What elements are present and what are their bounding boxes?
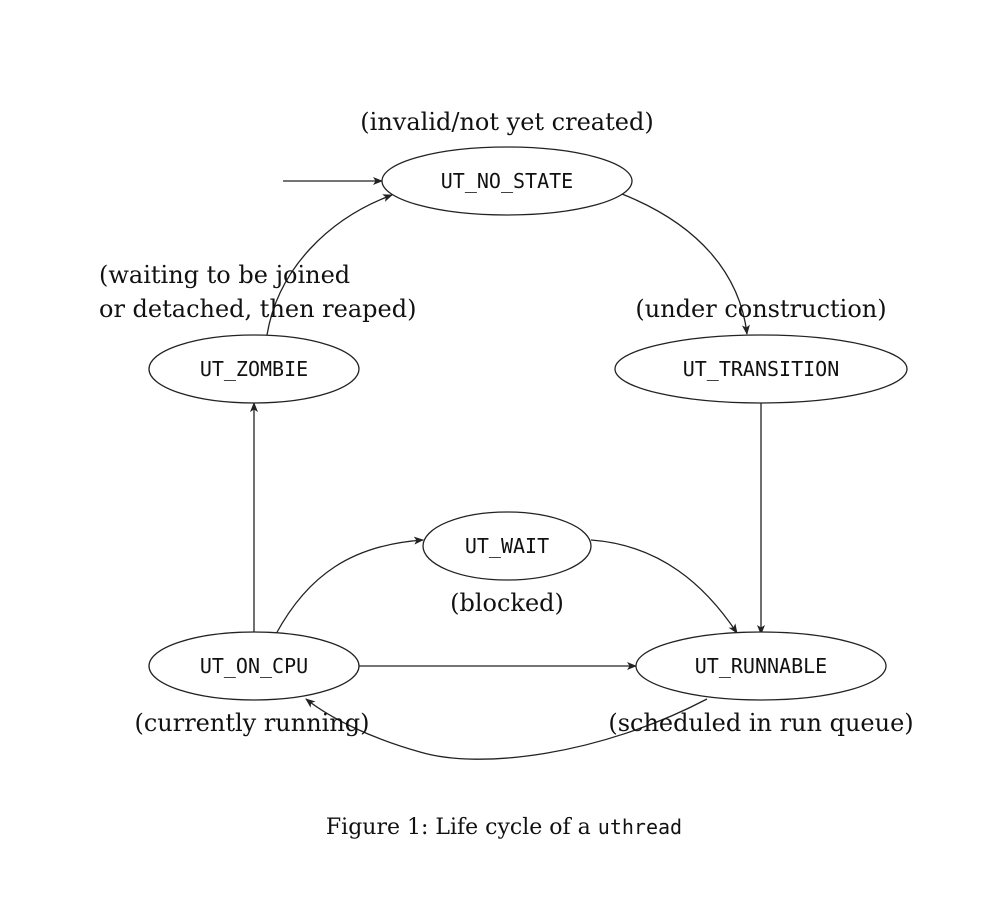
state-transition: UT_TRANSITION xyxy=(614,334,908,404)
edge-wait-to-runnable xyxy=(590,539,738,634)
annotation-no-state: (invalid/not yet created) xyxy=(360,108,653,136)
annotation-zombie-line1: (waiting to be joined xyxy=(99,261,350,289)
caption-code: uthread xyxy=(598,815,682,839)
annotation-on-cpu: (currently running) xyxy=(134,709,369,737)
state-no-state: UT_NO_STATE xyxy=(381,146,633,216)
annotation-zombie-line2: or detached, then reaped) xyxy=(99,295,416,323)
annotation-wait: (blocked) xyxy=(450,589,564,617)
caption-prefix: Figure 1: Life cycle of a xyxy=(326,815,598,840)
edge-runnable-to-on-cpu xyxy=(305,698,708,760)
figure-caption: Figure 1: Life cycle of a uthread xyxy=(326,815,682,840)
state-on-cpu: UT_ON_CPU xyxy=(148,631,360,701)
state-zombie-label: UT_ZOMBIE xyxy=(200,357,308,381)
state-wait: UT_WAIT xyxy=(422,511,592,581)
edges xyxy=(250,177,765,760)
state-zombie: UT_ZOMBIE xyxy=(148,334,360,404)
state-on-cpu-label: UT_ON_CPU xyxy=(200,654,308,678)
annotation-transition: (under construction) xyxy=(635,295,886,323)
annotation-runnable: (scheduled in run queue) xyxy=(608,709,913,737)
state-runnable: UT_RUNNABLE xyxy=(635,631,887,701)
edge-on-cpu-to-wait xyxy=(275,536,424,635)
edge-no-state-to-transition xyxy=(621,193,750,335)
state-wait-label: UT_WAIT xyxy=(465,534,549,558)
state-transition-label: UT_TRANSITION xyxy=(683,357,840,381)
state-no-state-label: UT_NO_STATE xyxy=(441,169,573,193)
edge-zombie-to-no-state xyxy=(266,194,393,336)
state-runnable-label: UT_RUNNABLE xyxy=(695,654,827,678)
